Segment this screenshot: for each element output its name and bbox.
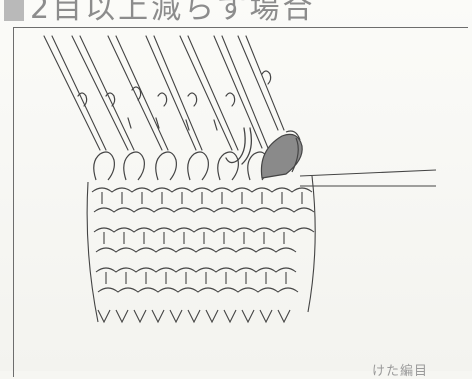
diagram-frame (13, 27, 468, 377)
shaded-decrease-stitch (260, 130, 303, 179)
heading-marker-square (4, 0, 24, 21)
knitted-fabric (86, 175, 316, 323)
bottom-fringe (97, 309, 291, 324)
knitting-illustration (43, 35, 437, 324)
section-heading: 2目以上減らす場合 (4, 0, 316, 26)
knitting-needles (43, 35, 285, 151)
working-yarn (299, 169, 437, 187)
footer-note: けた編目 (372, 364, 429, 379)
heading-title: 2目以上減らす場合 (30, 0, 316, 26)
needle-hooks (77, 70, 272, 131)
live-stitch-loops (93, 151, 269, 181)
